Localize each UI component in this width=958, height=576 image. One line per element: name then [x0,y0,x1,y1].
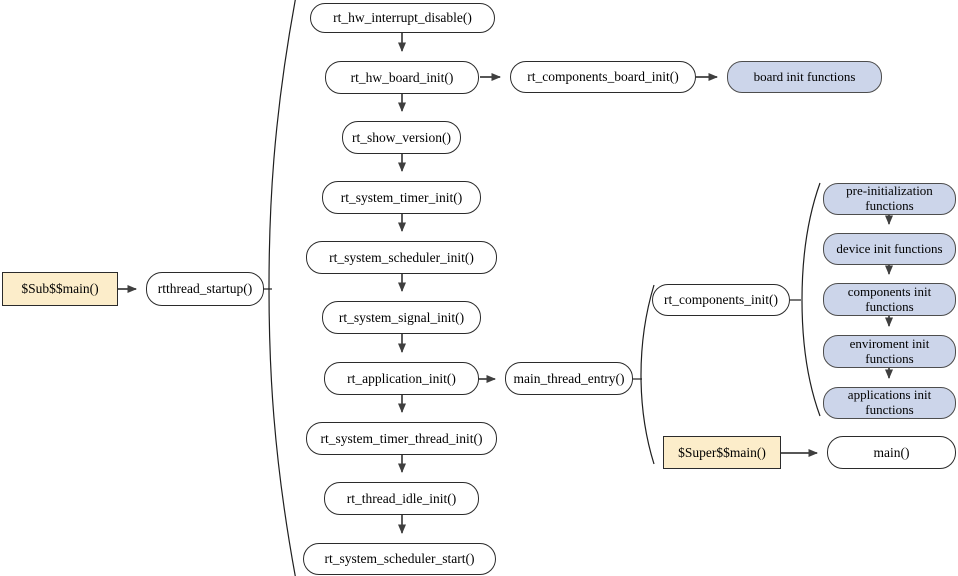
node-main: main() [827,436,956,469]
node-rt-hw-board-init: rt_hw_board_init() [325,61,479,94]
node-rt-system-timer-thread-init: rt_system_timer_thread_init() [306,422,497,455]
node-rt-system-scheduler-init: rt_system_scheduler_init() [306,241,497,274]
node-pre-initialization-functions: pre-initialization functions [823,183,956,215]
node-components-init-functions: components init functions [823,283,956,316]
node-device-init-functions: device init functions [823,233,956,265]
node-board-init-functions: board init functions [727,61,882,93]
node-rt-application-init: rt_application_init() [324,362,479,395]
brace-mainthread-group [640,284,655,465]
node-enviroment-init-functions: enviroment init functions [823,335,956,368]
node-rt-thread-idle-init: rt_thread_idle_init() [324,482,479,515]
node-rt-components-init: rt_components_init() [652,284,790,316]
brace-componentsinit-group [801,182,821,417]
node-rt-hw-interrupt-disable: rt_hw_interrupt_disable() [310,3,495,33]
node-applications-init-functions: applications init functions [823,387,956,419]
brace-startup-group [268,0,296,576]
node-sub-main: $Sub$$main() [2,272,118,306]
node-super-main: $Super$$main() [663,436,781,469]
node-rt-system-signal-init: rt_system_signal_init() [322,301,481,334]
node-main-thread-entry: main_thread_entry() [505,362,633,395]
node-rtthread-startup: rtthread_startup() [146,272,264,306]
node-rt-components-board-init: rt_components_board_init() [510,61,696,93]
node-rt-show-version: rt_show_version() [342,121,461,154]
node-rt-system-timer-init: rt_system_timer_init() [322,181,481,214]
node-rt-system-scheduler-start: rt_system_scheduler_start() [303,543,496,575]
